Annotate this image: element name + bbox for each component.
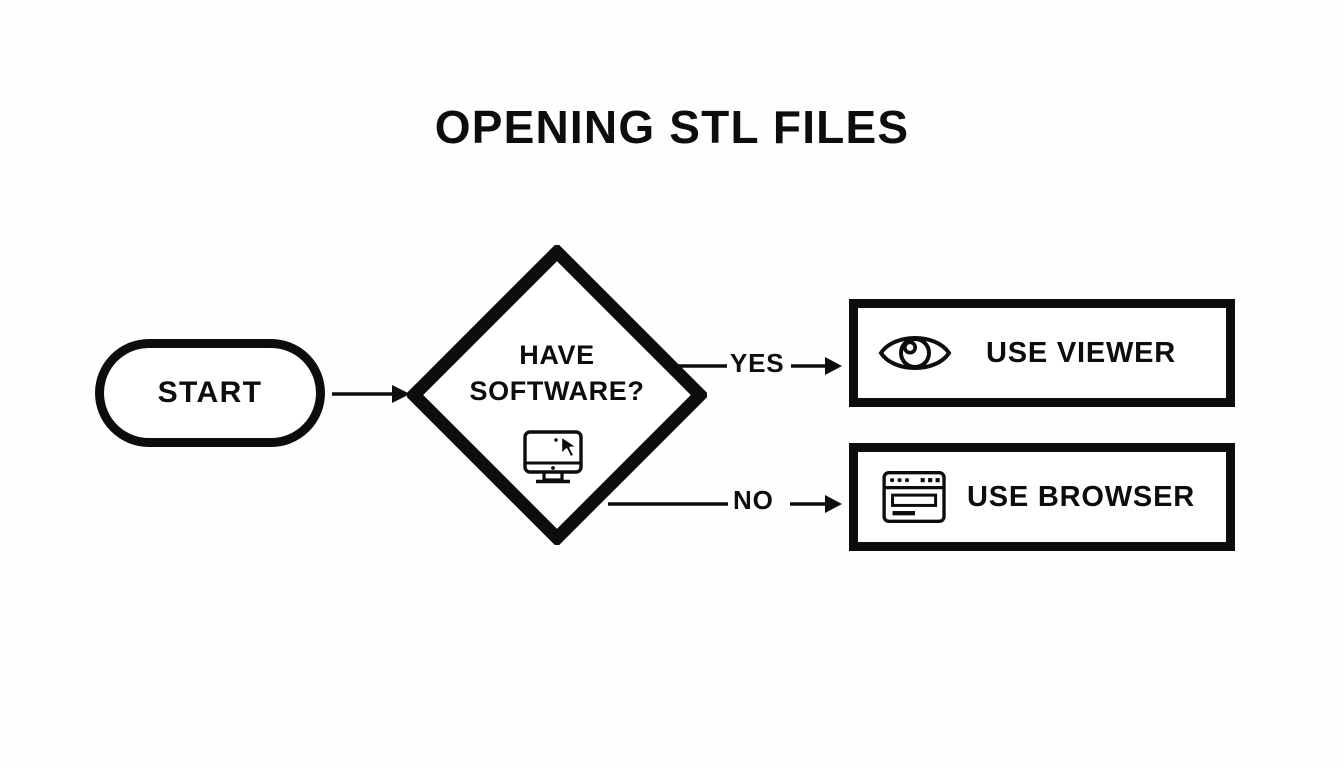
- browser-window-icon: [882, 470, 946, 524]
- start-node-label: START: [157, 376, 263, 409]
- edge-decision-to-viewer: [673, 357, 842, 375]
- flow-node-use-viewer[interactable]: USE VIEWER: [849, 299, 1235, 407]
- eye-icon: [878, 336, 952, 370]
- flow-node-start[interactable]: START: [95, 339, 325, 447]
- edge-decision-to-browser: [608, 495, 842, 513]
- page-title: OPENING STL FILES: [434, 101, 910, 153]
- desktop-monitor-cursor-icon: [523, 430, 583, 484]
- use-viewer-label: USE VIEWER: [985, 336, 1177, 369]
- edge-start-to-decision: [332, 385, 410, 403]
- eye-icon-wrapper: [876, 323, 954, 383]
- edge-label-yes: YES: [730, 348, 785, 378]
- edge-label-no: NO: [733, 485, 774, 515]
- diamond-shape: [407, 245, 707, 545]
- use-browser-label: USE BROWSER: [967, 480, 1195, 513]
- flow-node-use-browser[interactable]: USE BROWSER: [849, 443, 1235, 551]
- browser-icon-wrapper: [876, 467, 954, 527]
